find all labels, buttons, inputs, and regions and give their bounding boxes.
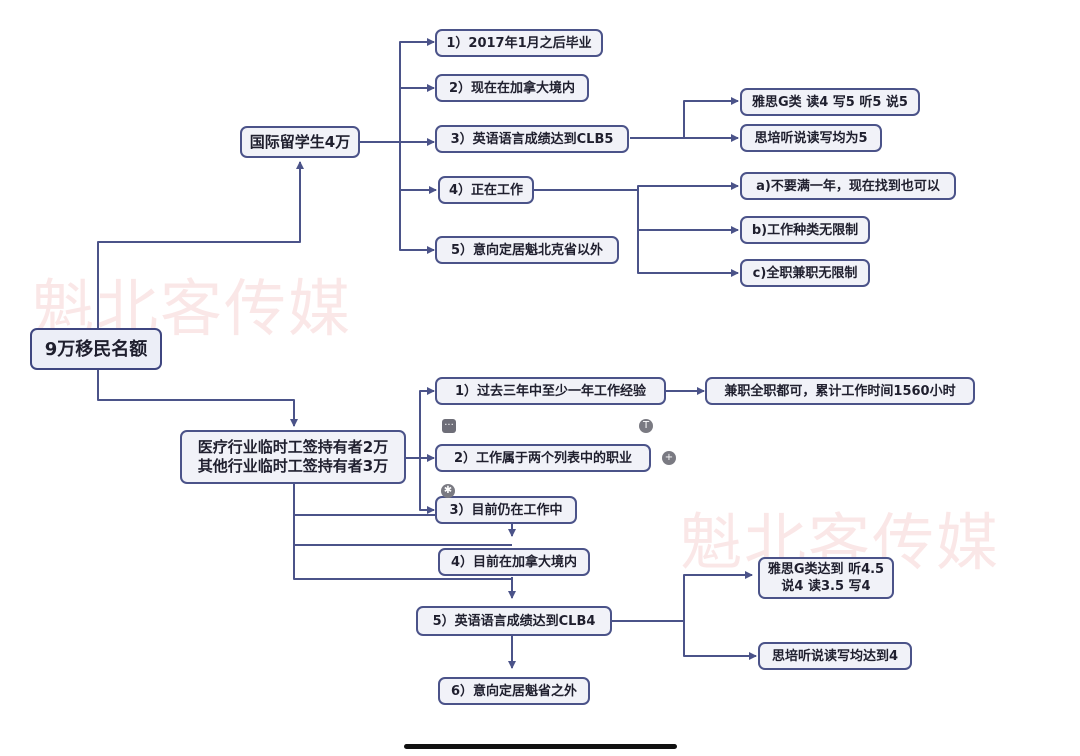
work-detail-c[interactable]: c)全职兼职无限制 bbox=[740, 259, 870, 287]
celpip-clb4-node[interactable]: 思培听说读写均达到4 bbox=[758, 642, 912, 670]
international-students-label: 国际留学生4万 bbox=[249, 132, 351, 151]
experience-detail-node[interactable]: 兼职全职都可，累计工作时间1560小时 bbox=[705, 377, 975, 405]
temporary-workers-line-2: 其他行业临时工签持有者3万 bbox=[197, 457, 389, 475]
text-icon[interactable]: T bbox=[639, 419, 653, 433]
worker-condition-3[interactable]: 3）目前仍在工作中 bbox=[435, 496, 577, 524]
plus-icon[interactable]: + bbox=[662, 451, 676, 465]
asterisk-icon[interactable]: ✱ bbox=[441, 484, 455, 498]
work-detail-a[interactable]: a)不要满一年，现在找到也可以 bbox=[740, 172, 956, 200]
worker-condition-6[interactable]: 6）意向定居魁省之外 bbox=[438, 677, 590, 705]
root-node[interactable]: 9万移民名额 bbox=[30, 328, 162, 370]
root-label: 9万移民名额 bbox=[44, 338, 148, 360]
temporary-workers-line-1: 医疗行业临时工签持有者2万 bbox=[197, 438, 389, 456]
home-indicator[interactable] bbox=[404, 744, 677, 749]
worker-condition-1[interactable]: 1）过去三年中至少一年工作经验 bbox=[435, 377, 666, 405]
intl-condition-1[interactable]: 1）2017年1月之后毕业 bbox=[435, 29, 603, 57]
celpip-requirement-node[interactable]: 思培听说读写均为5 bbox=[740, 124, 882, 152]
international-students-node[interactable]: 国际留学生4万 bbox=[240, 126, 360, 158]
intl-condition-5[interactable]: 5）意向定居魁北克省以外 bbox=[435, 236, 619, 264]
ielts-requirement-node[interactable]: 雅思G类 读4 写5 听5 说5 bbox=[740, 88, 920, 116]
intl-condition-4[interactable]: 4）正在工作 bbox=[438, 176, 534, 204]
temporary-workers-node[interactable]: 医疗行业临时工签持有者2万 其他行业临时工签持有者3万 bbox=[180, 430, 406, 484]
ielts-clb4-node[interactable]: 雅思G类达到 听4.5 说4 读3.5 写4 bbox=[758, 557, 894, 599]
worker-condition-2[interactable]: 2）工作属于两个列表中的职业 bbox=[435, 444, 651, 472]
work-detail-b[interactable]: b)工作种类无限制 bbox=[740, 216, 870, 244]
intl-condition-2[interactable]: 2）现在在加拿大境内 bbox=[435, 74, 589, 102]
intl-condition-3[interactable]: 3）英语语言成绩达到CLB5 bbox=[435, 125, 629, 153]
worker-condition-5[interactable]: 5）英语语言成绩达到CLB4 bbox=[416, 606, 612, 636]
more-icon[interactable]: ··· bbox=[442, 419, 456, 433]
worker-condition-4[interactable]: 4）目前在加拿大境内 bbox=[438, 548, 590, 576]
